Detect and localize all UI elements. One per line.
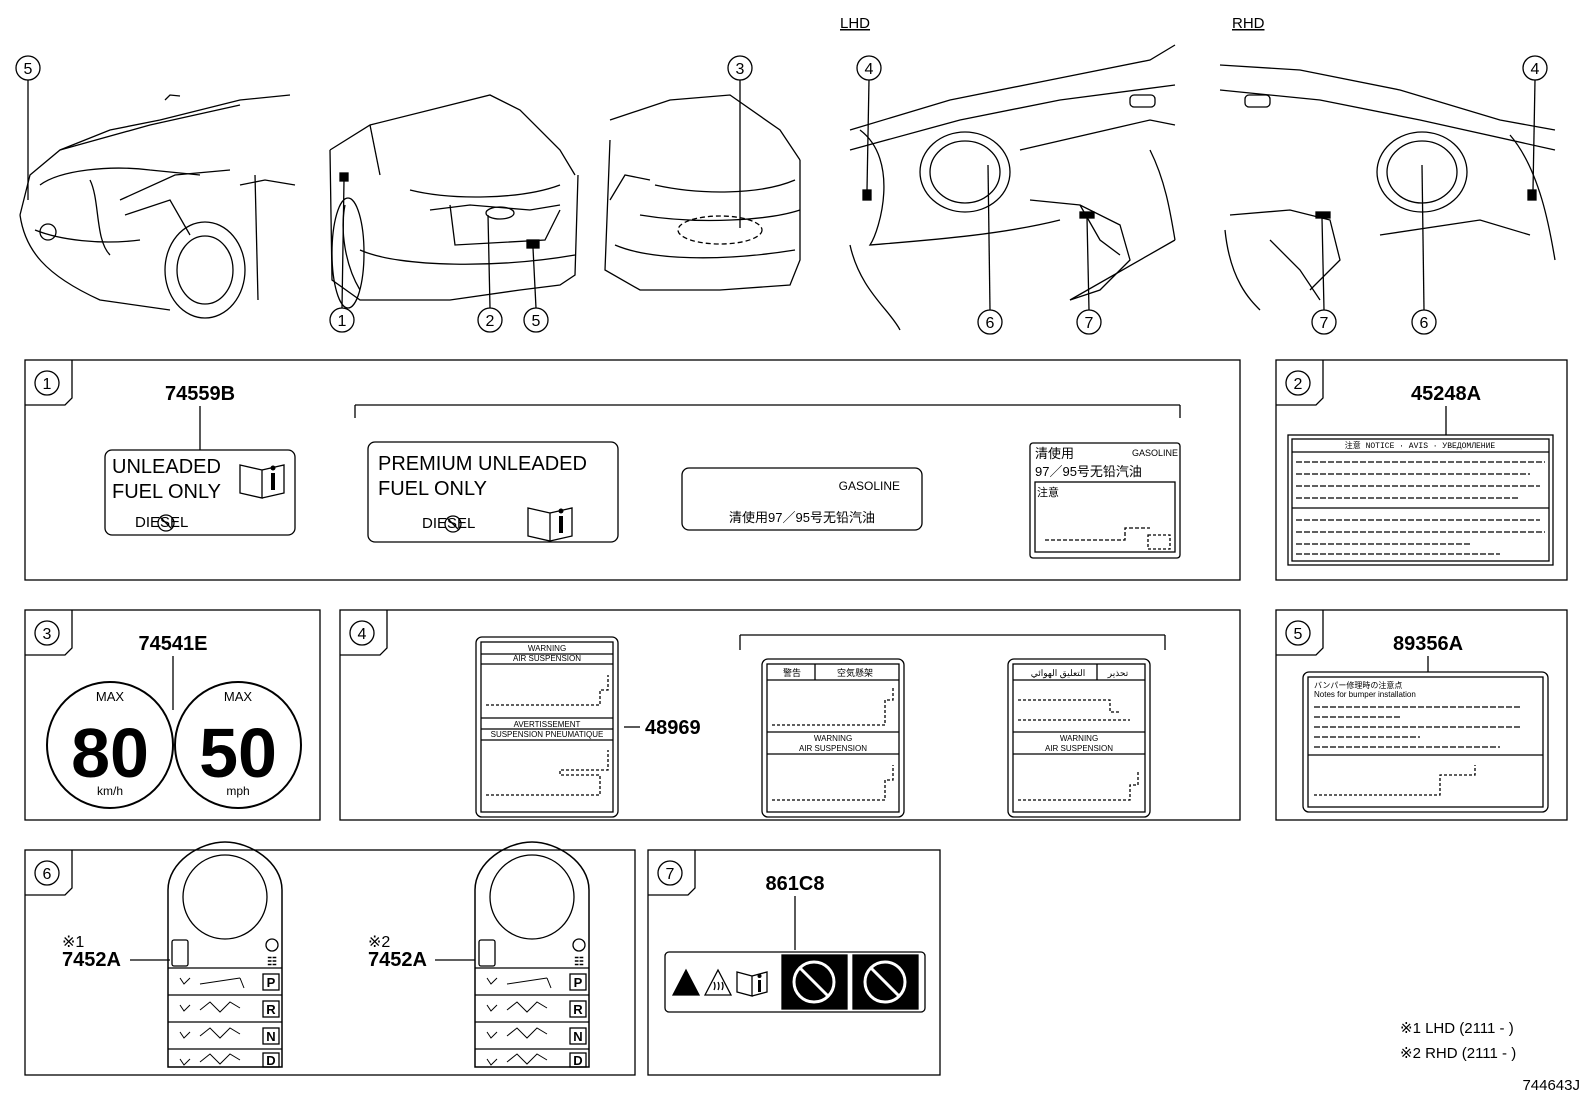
svg-text:※2: ※2 [368, 934, 390, 951]
svg-text:SUSPENSION PNEUMATIQUE: SUSPENSION PNEUMATIQUE [491, 730, 604, 739]
svg-text:D: D [266, 1053, 275, 1068]
speed-80: 80 [71, 714, 149, 792]
svg-text:※1: ※1 [62, 934, 84, 951]
front-car-illustration [19, 94, 296, 319]
footnote-1: ※1 LHD (2111 - ) [1400, 1020, 1514, 1037]
svg-text:P: P [267, 975, 276, 990]
rear-car-illustration [329, 94, 579, 309]
lhd-label: LHD [840, 15, 870, 32]
svg-text:R: R [266, 1002, 276, 1017]
svg-text:DIESEL: DIESEL [422, 515, 475, 532]
part-number-48969: 48969 [645, 717, 701, 739]
svg-text:MAX: MAX [224, 689, 253, 704]
svg-text:AIR SUSPENSION: AIR SUSPENSION [513, 654, 581, 663]
svg-text:UNLEADED: UNLEADED [112, 456, 221, 478]
svg-text:PREMIUM UNLEADED: PREMIUM UNLEADED [378, 453, 587, 475]
lhd-interior-illustration [849, 44, 1176, 331]
svg-text:7: 7 [1085, 315, 1094, 332]
svg-text:1: 1 [338, 313, 347, 330]
speed-50: 50 [199, 714, 277, 792]
svg-text:N: N [573, 1029, 582, 1044]
warning-triangle-icon [671, 968, 701, 996]
svg-text:D: D [573, 1053, 582, 1068]
svg-text:注意: 注意 [1037, 485, 1059, 499]
svg-text:バンパー修理時の注意点: バンパー修理時の注意点 [1314, 680, 1402, 690]
svg-text:7: 7 [666, 866, 675, 883]
svg-text:km/h: km/h [97, 784, 123, 798]
svg-text:6: 6 [1420, 315, 1429, 332]
svg-text:MAX: MAX [96, 689, 125, 704]
svg-text:4: 4 [358, 626, 367, 643]
svg-text:☷: ☷ [267, 956, 277, 968]
svg-text:GASOLINE: GASOLINE [839, 479, 900, 493]
part-number-74541E: 74541E [139, 633, 208, 655]
svg-text:Notes for bumper installation: Notes for bumper installation [1314, 690, 1416, 699]
part-number-45248A: 45248A [1411, 383, 1481, 405]
part-number-7452A-rhd: 7452A [368, 949, 427, 971]
svg-text:R: R [573, 1002, 583, 1017]
part-number-74559B: 74559B [165, 383, 235, 405]
rear-car-illustration-2 [604, 94, 801, 291]
svg-text:mph: mph [226, 784, 249, 798]
manual-book-icon-3 [736, 971, 768, 997]
svg-text:AVERTISSEMENT: AVERTISSEMENT [514, 720, 581, 729]
panel-3: 3 74541E MAX 80 km/h MAX 50 mph [24, 609, 321, 821]
svg-text:2: 2 [1294, 376, 1303, 393]
svg-text:FUEL ONLY: FUEL ONLY [378, 478, 487, 500]
svg-text:警告: 警告 [783, 667, 801, 678]
svg-text:注意 NOTICE · AVIS · УВЕДОМЛЕНИ: 注意 NOTICE · AVIS · УВЕДОМЛЕНИЕ [1345, 440, 1496, 451]
svg-text:空気懸架: 空気懸架 [837, 667, 873, 678]
svg-text:WARNING: WARNING [528, 644, 566, 653]
svg-text:3: 3 [43, 626, 52, 643]
svg-text:FUEL ONLY: FUEL ONLY [112, 481, 221, 503]
svg-text:5: 5 [532, 313, 541, 330]
svg-text:6: 6 [986, 315, 995, 332]
svg-text:WARNING: WARNING [1060, 734, 1098, 743]
svg-text:7: 7 [1320, 315, 1329, 332]
manual-book-icon [239, 464, 285, 499]
manual-book-icon-2 [527, 507, 573, 542]
svg-text:4: 4 [1531, 61, 1540, 78]
svg-text:تحذير: تحذير [1107, 668, 1129, 679]
svg-text:5: 5 [1294, 626, 1303, 643]
svg-text:AIR SUSPENSION: AIR SUSPENSION [799, 744, 867, 753]
panel-7: 7 861C8 [647, 849, 941, 1076]
svg-text:2: 2 [486, 313, 495, 330]
panel-4: 4 WARNING AIR SUSPENSION AVERTISSEMENT S… [339, 609, 1241, 821]
svg-text:AIR SUSPENSION: AIR SUSPENSION [1045, 744, 1113, 753]
svg-text:清使用: 清使用 [1035, 446, 1074, 461]
svg-text:清使用97／95号无铅汽油: 清使用97／95号无铅汽油 [729, 510, 875, 525]
svg-text:WARNING: WARNING [814, 734, 852, 743]
svg-text:GASOLINE: GASOLINE [1132, 448, 1178, 458]
svg-text:97／95号无铅汽油: 97／95号无铅汽油 [1035, 464, 1142, 479]
svg-text:4: 4 [865, 61, 874, 78]
part-number-7452A-lhd: 7452A [62, 949, 121, 971]
svg-text:التعليق الهوائي: التعليق الهوائي [1031, 668, 1086, 679]
panel-6: 6 ※1 7452A ☷ P R N D ※2 7452A [24, 841, 636, 1076]
panel-5: 5 89356A バンパー修理時の注意点 Notes for bumper in… [1275, 609, 1568, 821]
svg-text:1: 1 [43, 376, 52, 393]
diagram-id: 744643J [1522, 1077, 1580, 1094]
part-number-89356A: 89356A [1393, 633, 1463, 655]
svg-text:N: N [266, 1029, 275, 1044]
svg-text:5: 5 [24, 61, 33, 78]
panel-1: 1 74559B UNLEADED FUEL ONLY DIESEL PREMI… [24, 359, 1241, 581]
part-number-861C8: 861C8 [766, 873, 825, 895]
rhd-interior-illustration [1219, 64, 1556, 311]
svg-text:6: 6 [43, 866, 52, 883]
hot-surface-icon [703, 968, 733, 996]
rhd-label: RHD [1232, 15, 1265, 32]
footnote-2: ※2 RHD (2111 - ) [1400, 1045, 1516, 1062]
svg-text:3: 3 [736, 61, 745, 78]
svg-text:DIESEL: DIESEL [135, 514, 188, 531]
panel-2: 2 45248A 注意 NOTICE · AVIS · УВЕДОМЛЕНИЕ [1275, 359, 1568, 581]
svg-text:P: P [574, 975, 583, 990]
svg-text:☷: ☷ [574, 956, 584, 968]
